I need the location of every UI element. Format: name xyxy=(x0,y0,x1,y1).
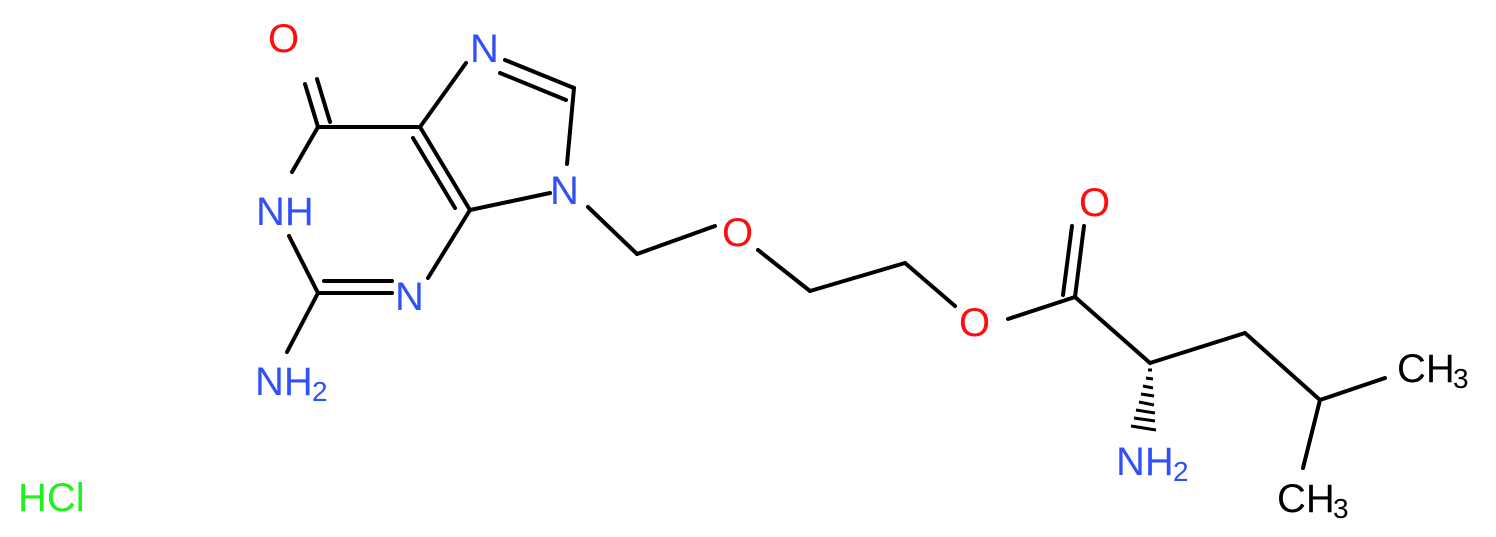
atom-nh2-leucine: NH xyxy=(1116,440,1174,484)
bond-ch2-ch2 xyxy=(808,261,907,293)
bond-c6-n1 xyxy=(290,125,320,174)
atom-ch3-lower: CH xyxy=(1277,477,1335,521)
bond-c-o-a xyxy=(1073,224,1086,299)
bond-c5-n7 xyxy=(418,61,468,129)
bond-ch2-o xyxy=(635,224,717,256)
bond-c-o-b xyxy=(1061,224,1074,297)
hashed-wedge-bond xyxy=(1130,368,1157,432)
bond-n3-c4 xyxy=(426,208,472,280)
bond-ch-ch3-lower xyxy=(1301,398,1322,470)
bond-n1-c2 xyxy=(287,234,320,295)
atom-n9: N xyxy=(550,169,579,213)
bond-c-calpha xyxy=(1073,295,1152,365)
bond-n9-c4 xyxy=(468,191,552,212)
atom-ch3-upper-sub: 3 xyxy=(1453,363,1469,394)
bond-n7-c8-b xyxy=(498,71,568,102)
atom-o-ester: O xyxy=(959,301,990,345)
bond-c6-o-b xyxy=(315,77,332,124)
bond-calpha-ch2 xyxy=(1148,331,1247,365)
bond-ch-ch3-upper xyxy=(1318,376,1387,402)
bond-c4-c5-a xyxy=(418,125,472,212)
atom-ch3-upper: CH xyxy=(1397,347,1455,391)
atom-nh2-amino-sub: 2 xyxy=(312,376,328,407)
bond-c2-nh2 xyxy=(285,291,320,354)
bond-c8-n9 xyxy=(565,86,576,166)
atom-o-carbonyl: O xyxy=(268,17,299,61)
bond-c6-o-a xyxy=(303,82,320,129)
atom-o-ether: O xyxy=(722,211,753,255)
bond-ch2-ch xyxy=(1243,331,1322,402)
atom-nh-ring: NH xyxy=(256,190,314,234)
bond-ch2-oester xyxy=(903,261,957,308)
bond-oester-c xyxy=(1006,295,1077,321)
atom-nh2-leucine-sub: 2 xyxy=(1173,456,1189,487)
salt-label: HCl xyxy=(18,476,85,520)
atom-ch3-lower-sub: 3 xyxy=(1333,493,1349,524)
atom-n3: N xyxy=(395,275,424,319)
bond-n7-c8-a xyxy=(503,58,576,90)
atom-o-ester-carbonyl: O xyxy=(1079,181,1110,225)
bond-o-ch2 xyxy=(756,248,812,293)
atom-nh2-amino: NH xyxy=(255,360,313,404)
bond-c4-c5-b xyxy=(411,136,457,210)
atom-labels: O NH N N N NH 2 O O O NH 2 CH 3 CH 3 HCl xyxy=(18,17,1469,524)
atom-n7: N xyxy=(470,27,499,71)
bonds xyxy=(285,58,1387,470)
bond-n9-ch2 xyxy=(586,205,639,256)
